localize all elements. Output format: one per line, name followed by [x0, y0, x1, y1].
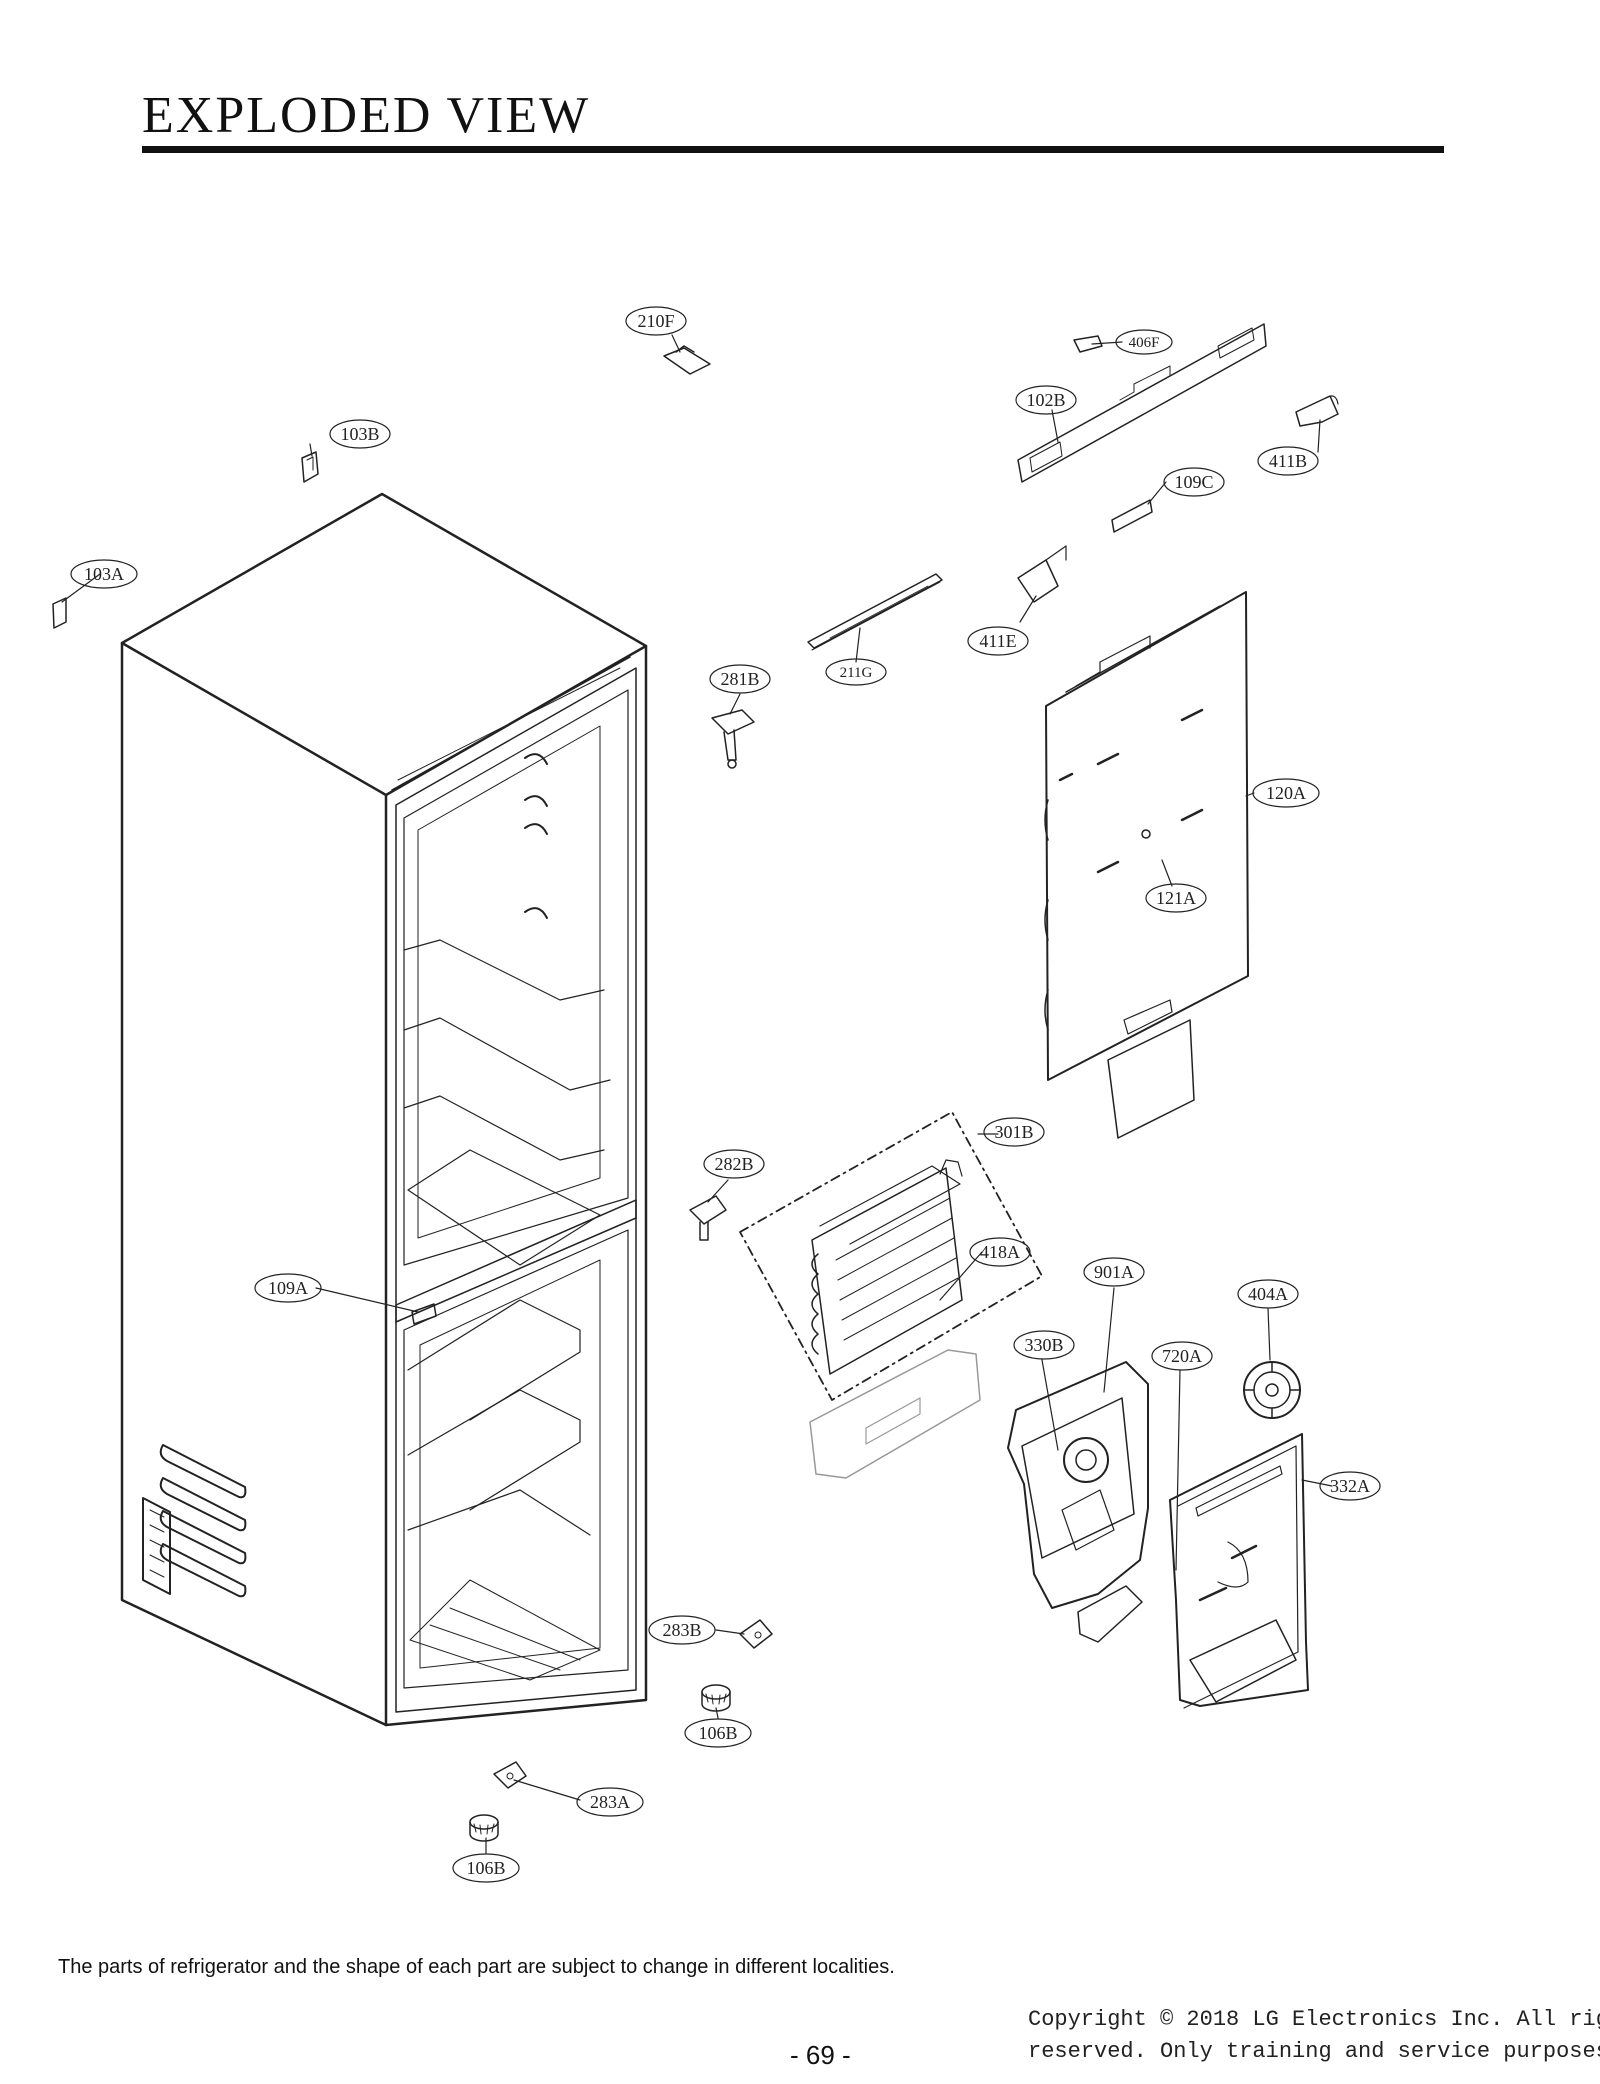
- svg-text:102B: 102B: [1026, 390, 1065, 410]
- svg-text:418A: 418A: [980, 1242, 1020, 1262]
- part-281B-hinge: [711, 709, 755, 769]
- svg-text:121A: 121A: [1156, 888, 1196, 908]
- svg-text:406F: 406F: [1129, 335, 1160, 351]
- callout-102B: 102B: [1015, 385, 1077, 415]
- svg-text:411B: 411B: [1269, 451, 1307, 471]
- part-109C-cover: [1111, 499, 1153, 533]
- callout-120A: 120A: [1252, 778, 1320, 808]
- svg-text:301B: 301B: [994, 1122, 1033, 1142]
- cabinet-body: [120, 492, 648, 1727]
- callout-121A: 121A: [1145, 883, 1207, 913]
- svg-text:109C: 109C: [1174, 472, 1213, 492]
- callout-283B: 283B: [648, 1615, 716, 1645]
- part-283A-hinge: [493, 1761, 527, 1789]
- callout-281B: 281B: [709, 664, 771, 694]
- callout-406F: 406F: [1115, 329, 1173, 355]
- callout-103A: 103A: [70, 559, 138, 589]
- callout-332A: 332A: [1319, 1471, 1381, 1501]
- callout-211G: 211G: [825, 658, 887, 686]
- part-283B-hinge: [739, 1619, 773, 1649]
- part-211G-duct: [807, 573, 943, 651]
- page-title: EXPLODED VIEW: [142, 87, 591, 144]
- part-102B-top-cover: [1017, 323, 1267, 483]
- svg-text:283B: 283B: [662, 1620, 701, 1640]
- copyright-line-2: reserved. Only training and service purp…: [1028, 2039, 1600, 2064]
- callout-109A: 109A: [254, 1273, 322, 1303]
- svg-text:404A: 404A: [1248, 1284, 1288, 1304]
- callout-330B: 330B: [1013, 1330, 1075, 1360]
- part-109A-cover: [411, 1303, 437, 1325]
- part-106B-lower-leveler: [469, 1814, 499, 1842]
- svg-text:281B: 281B: [720, 669, 759, 689]
- callout-282B: 282B: [703, 1149, 765, 1179]
- callout-720A: 720A: [1151, 1341, 1213, 1371]
- callout-109C: 109C: [1163, 467, 1225, 497]
- callout-301B: 301B: [983, 1117, 1045, 1147]
- svg-text:283A: 283A: [590, 1792, 630, 1812]
- svg-text:330B: 330B: [1024, 1335, 1063, 1355]
- svg-text:332A: 332A: [1330, 1476, 1370, 1496]
- callout-901A: 901A: [1083, 1257, 1145, 1287]
- title-rule: [142, 146, 1444, 153]
- copyright-notice: Copyright © 2018 LG Electronics Inc. All…: [1028, 2004, 1600, 2068]
- part-411B-bracket: [1295, 395, 1339, 427]
- part-210F-control-board: [663, 345, 711, 375]
- callout-103B: 103B: [329, 419, 391, 449]
- leader-lines: [61, 334, 1333, 1854]
- callout-210F: 210F: [625, 306, 687, 336]
- svg-text:103B: 103B: [340, 424, 379, 444]
- svg-text:106B: 106B: [466, 1858, 505, 1878]
- callout-411E: 411E: [967, 626, 1029, 656]
- page-number: - 69 -: [790, 2040, 851, 2070]
- svg-text:109A: 109A: [268, 1278, 308, 1298]
- disclaimer-text: The parts of refrigerator and the shape …: [58, 1956, 895, 1978]
- svg-text:901A: 901A: [1094, 1262, 1134, 1282]
- copyright-line-1: Copyright © 2018 LG Electronics Inc. All…: [1028, 2007, 1600, 2032]
- part-411E-bracket: [1017, 545, 1067, 603]
- svg-text:211G: 211G: [840, 665, 873, 681]
- part-103A-hinge-cover: [52, 597, 67, 629]
- callout-106B-lower: 106B: [452, 1853, 520, 1883]
- part-301B-evaporator-assembly: [739, 1111, 1043, 1479]
- callout-411B: 411B: [1257, 446, 1319, 476]
- callout-418A: 418A: [969, 1237, 1031, 1267]
- svg-text:411E: 411E: [979, 631, 1016, 651]
- part-404A-fan-motor: [1243, 1361, 1301, 1419]
- part-330B-fan-shroud: [1007, 1361, 1149, 1643]
- part-332A-fan-cover: [1169, 1433, 1309, 1709]
- part-120A-evaporator-cover: [1044, 591, 1249, 1139]
- callout-106B-upper: 106B: [684, 1718, 752, 1748]
- callout-283A: 283A: [576, 1787, 644, 1817]
- svg-text:120A: 120A: [1266, 783, 1306, 803]
- part-103B-hinge-cover: [301, 451, 319, 483]
- svg-text:106B: 106B: [698, 1723, 737, 1743]
- part-406F-sensor: [1073, 335, 1103, 353]
- part-282B-hinge: [689, 1195, 727, 1241]
- callout-404A: 404A: [1237, 1279, 1299, 1309]
- svg-text:103A: 103A: [84, 564, 124, 584]
- part-106B-upper-leveler: [701, 1684, 731, 1712]
- svg-text:720A: 720A: [1162, 1346, 1202, 1366]
- svg-text:210F: 210F: [637, 311, 674, 331]
- svg-text:282B: 282B: [714, 1154, 753, 1174]
